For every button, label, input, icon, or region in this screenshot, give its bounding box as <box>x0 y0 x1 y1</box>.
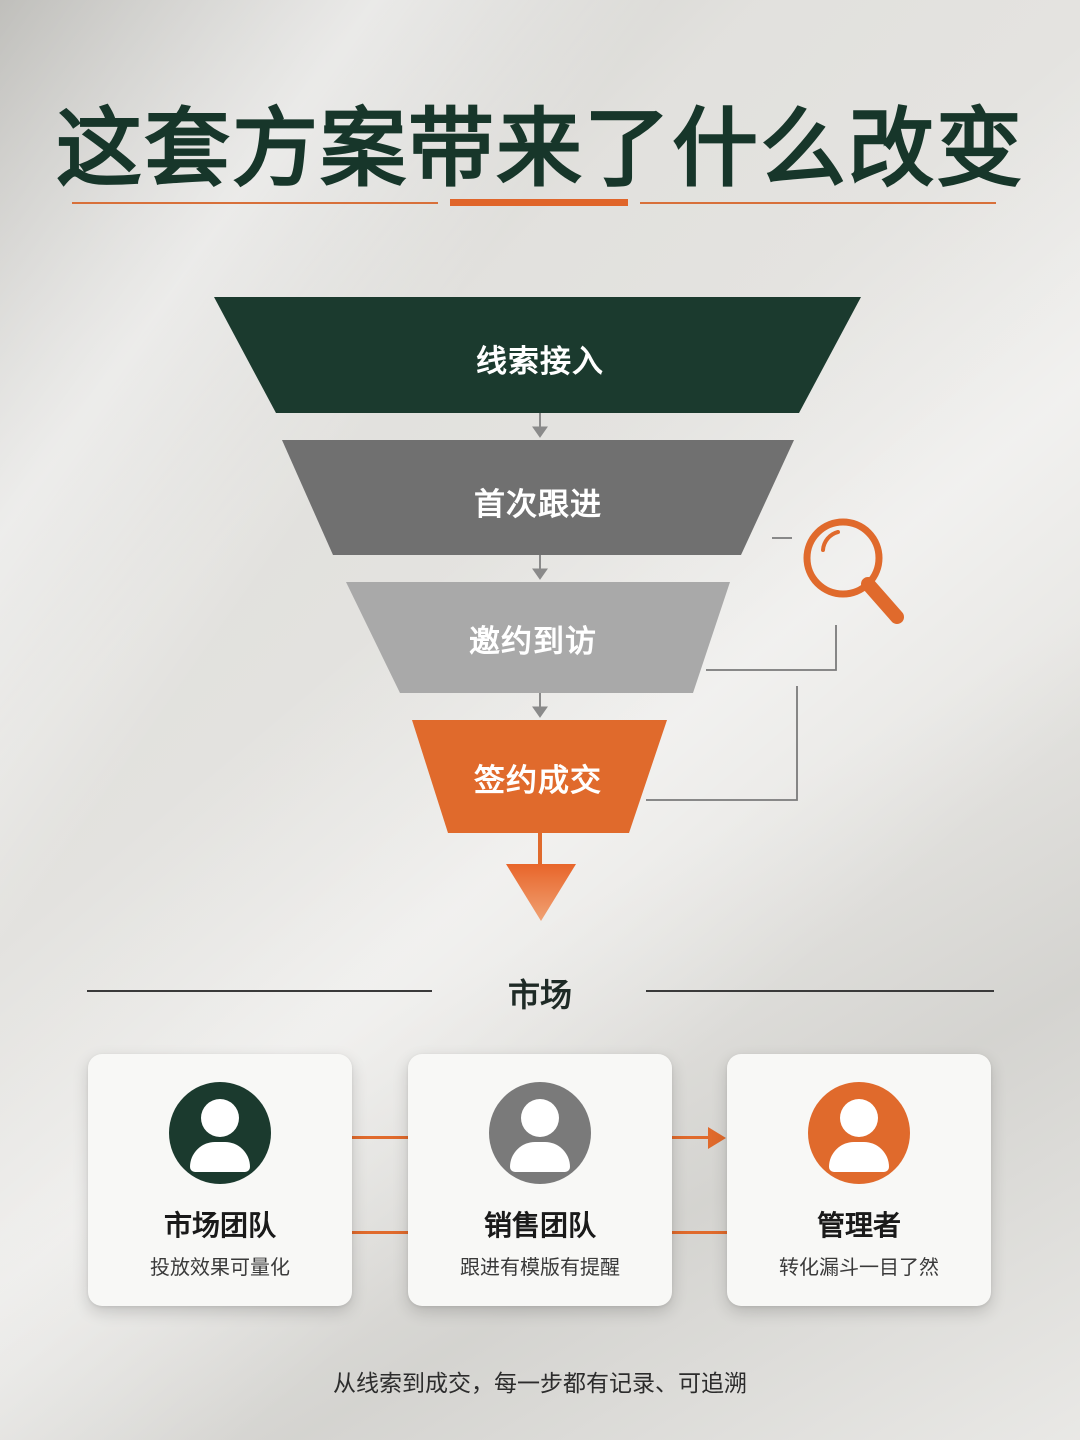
card-title: 市场团队 <box>163 1209 276 1242</box>
tracking-bracket-lines <box>646 537 837 801</box>
stage-label-deal-signed: 签约成交 <box>474 763 602 799</box>
section-divider-left <box>87 990 432 992</box>
role-card-marketing: 市场团队 投放效果可量化 <box>88 1054 352 1306</box>
title-divider-accent <box>450 199 628 206</box>
connector-top-1 <box>352 1136 408 1139</box>
output-arrow <box>506 833 576 921</box>
footer-note: 从线索到成交，每一步都有记录、可追溯 <box>333 1371 747 1397</box>
card-description: 转化漏斗一目了然 <box>779 1255 939 1279</box>
funnel-stage-deal-signed <box>412 720 667 833</box>
role-card-sales: 销售团队 跟进有模版有提醒 <box>408 1054 672 1306</box>
funnel-stage-visit-invite <box>346 582 730 693</box>
card-title: 管理者 <box>816 1209 901 1242</box>
card-description: 投放效果可量化 <box>150 1255 290 1279</box>
stage-arrow-1 <box>532 413 548 438</box>
search-icon <box>803 518 904 624</box>
user-icon <box>489 1082 591 1184</box>
page-title: 这套方案带来了什么改变 <box>56 99 1024 199</box>
card-description: 跟进有模版有提醒 <box>460 1255 620 1279</box>
funnel-stage-first-followup <box>282 440 794 555</box>
stage-label-lead-intake: 线索接入 <box>476 344 604 380</box>
user-icon <box>808 1082 910 1184</box>
stage-label-visit-invite: 邀约到访 <box>469 624 597 660</box>
card-title: 销售团队 <box>483 1209 596 1242</box>
connector-top-2 <box>672 1136 712 1139</box>
connector-bottom-1 <box>352 1231 408 1234</box>
section-divider-right <box>646 990 994 992</box>
connector-arrowhead <box>708 1127 726 1149</box>
title-divider-left <box>72 202 438 204</box>
stage-arrow-3 <box>532 693 548 718</box>
section-title: 市场 <box>507 976 572 1014</box>
funnel-stage-lead-intake <box>214 297 861 413</box>
user-icon <box>169 1082 271 1184</box>
stage-label-first-followup: 首次跟进 <box>474 487 602 523</box>
title-divider-right <box>640 202 996 204</box>
role-card-manager: 管理者 转化漏斗一目了然 <box>727 1054 991 1306</box>
stage-arrow-2 <box>532 555 548 580</box>
connector-bottom-2 <box>672 1231 728 1234</box>
